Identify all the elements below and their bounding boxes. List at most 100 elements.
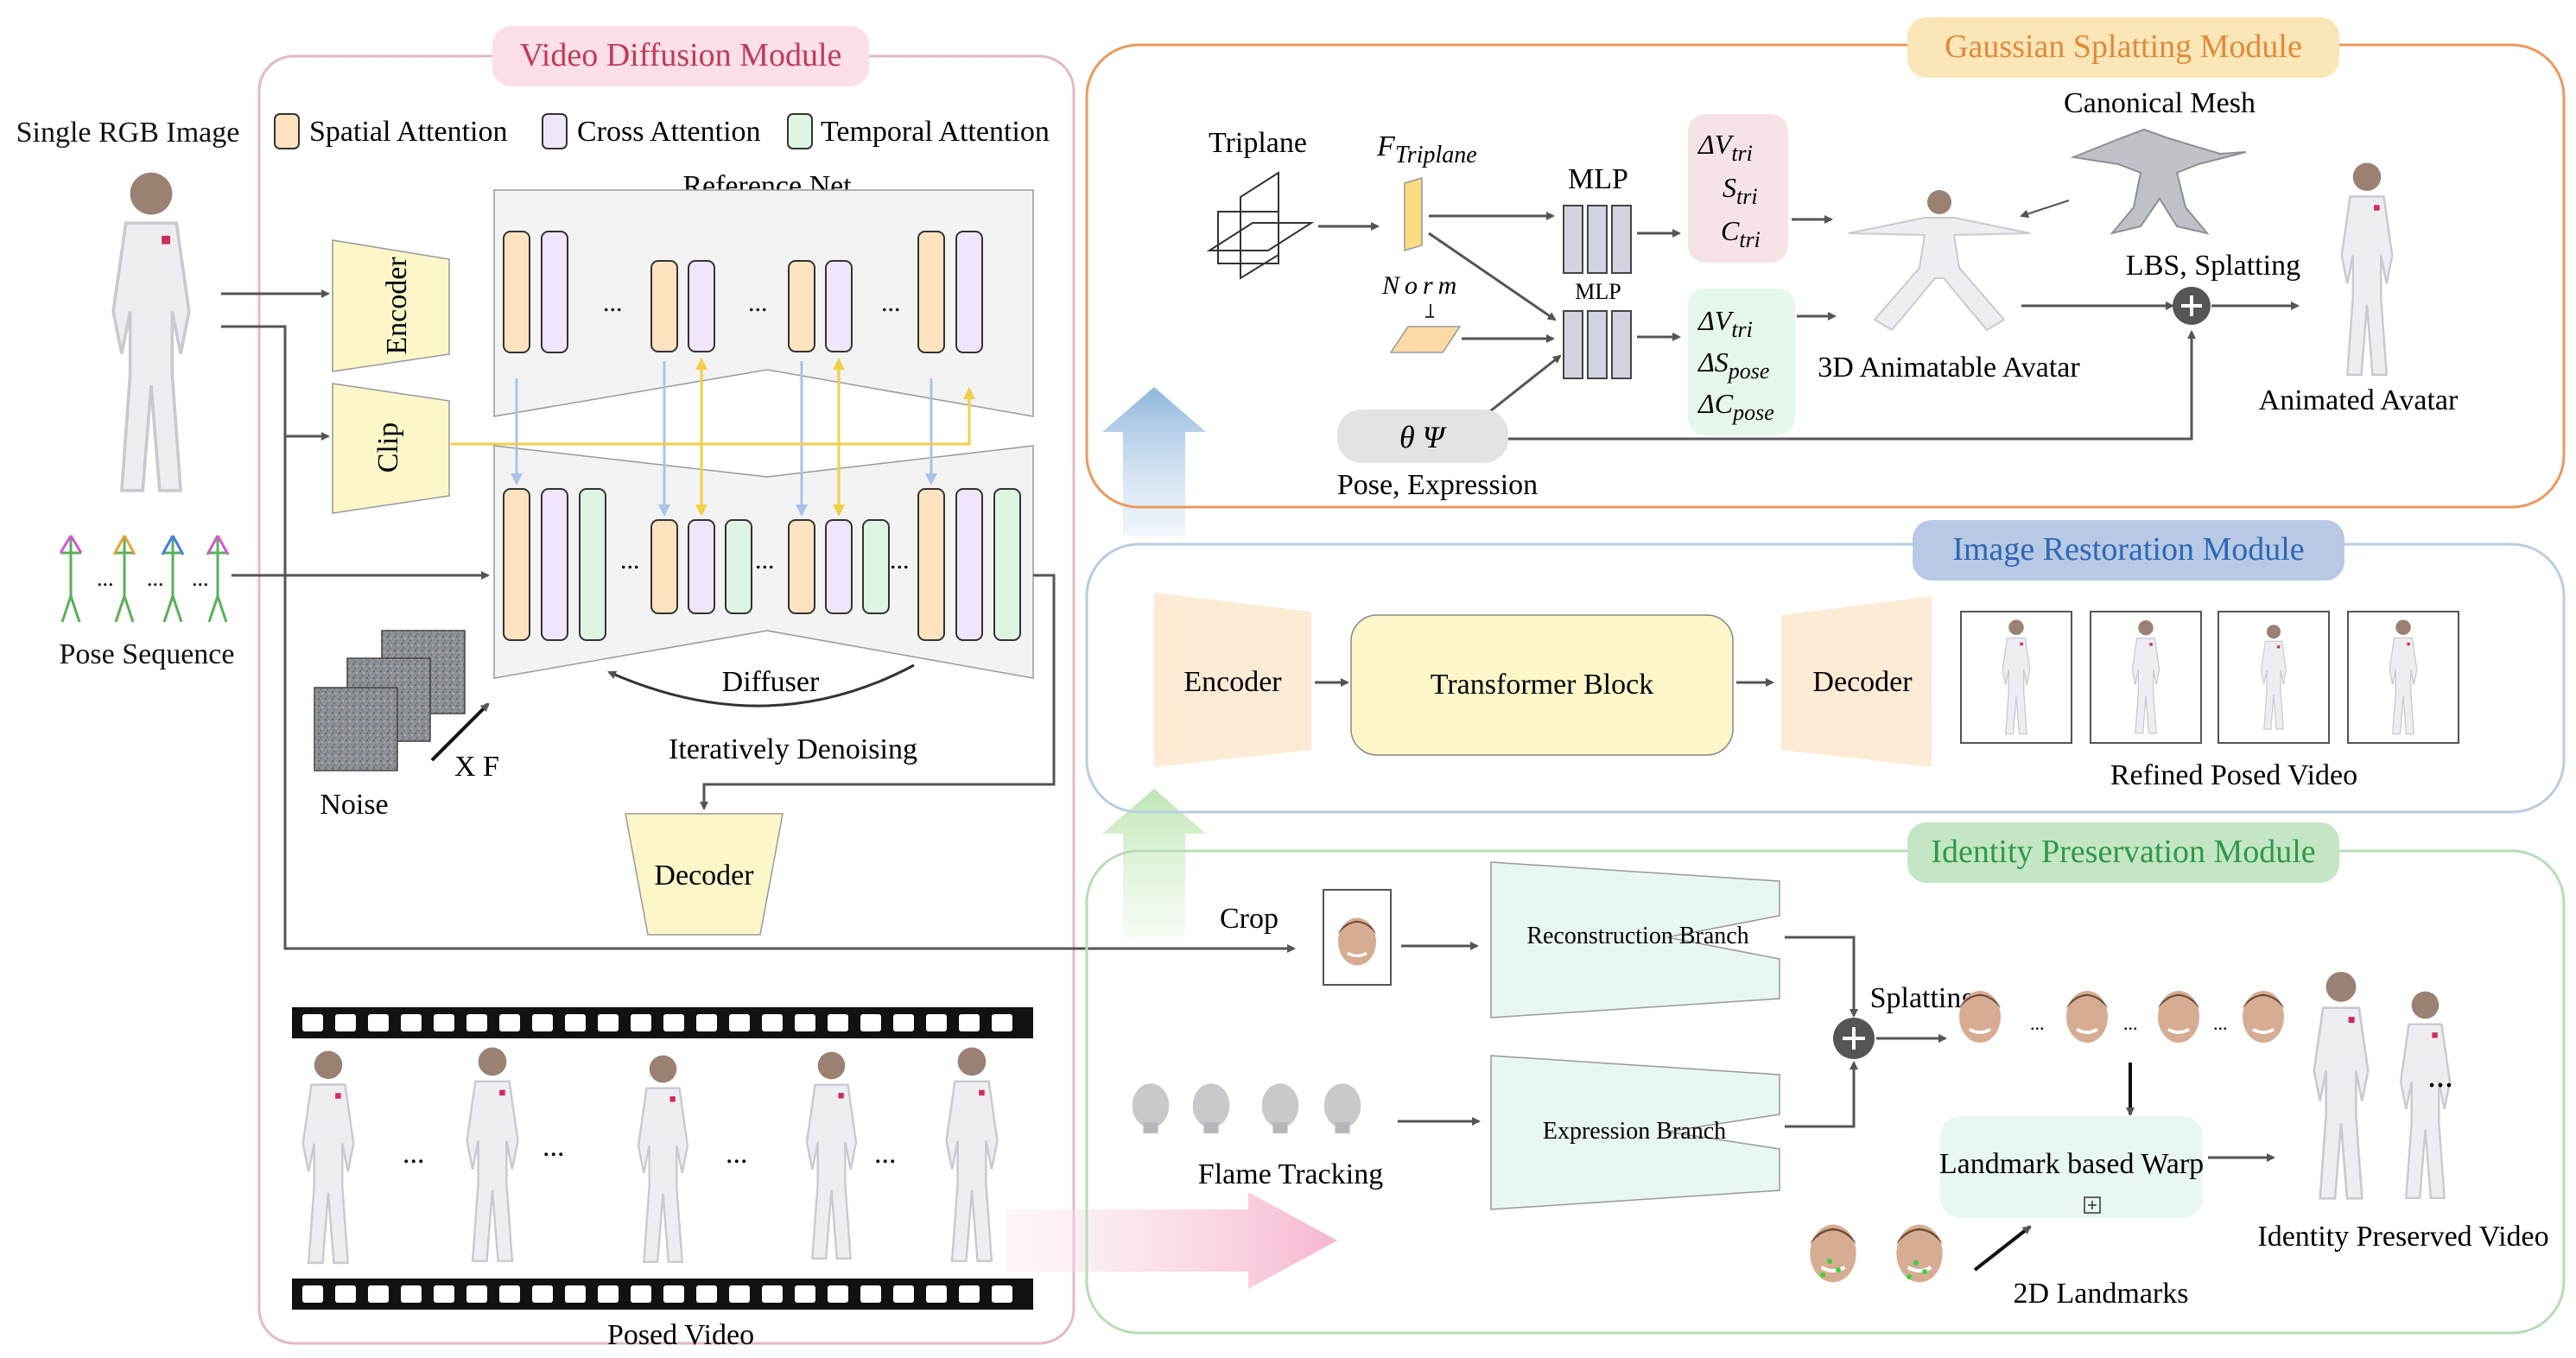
film-sprocket-hole bbox=[893, 1285, 914, 1303]
s-tri: Stri bbox=[1723, 172, 1758, 209]
pose-ellipsis-3: ... bbox=[192, 566, 209, 591]
landmark-warp-block bbox=[1940, 1116, 2203, 1218]
vdm-encoder-block bbox=[332, 239, 450, 372]
pose-expression-pill bbox=[1337, 409, 1508, 463]
video-ellipsis-4: ... bbox=[874, 1138, 897, 1170]
irm-encoder-label: Encoder bbox=[1183, 666, 1282, 698]
film-sprocket-hole bbox=[335, 1014, 356, 1031]
dv-tri-2: ΔVtri bbox=[1697, 305, 1753, 342]
dc-pose: ΔCpose bbox=[1697, 388, 1774, 425]
arrow-pose-to-mlp bbox=[1485, 354, 1562, 416]
film-sprocket-hole bbox=[762, 1285, 783, 1303]
gsm-title-pill bbox=[1907, 17, 2339, 78]
film-sprocket-hole bbox=[926, 1285, 947, 1303]
film-sprocket-hole bbox=[696, 1014, 717, 1031]
c-tri-sub: tri bbox=[1739, 227, 1761, 252]
film-sprocket-hole bbox=[434, 1014, 454, 1031]
ds-pose: ΔSpose bbox=[1697, 346, 1769, 384]
posed-video-label: Posed Video bbox=[607, 1319, 754, 1351]
arrow-up-blue bbox=[1102, 387, 1206, 536]
film-sprocket-hole bbox=[696, 1285, 717, 1303]
norm-arrow bbox=[1425, 304, 1434, 318]
expression-branch-block bbox=[1490, 1055, 1780, 1210]
film-sprocket-hole bbox=[466, 1285, 487, 1303]
film-strip bbox=[292, 1007, 1033, 1310]
dv-tri: ΔVtri bbox=[1697, 129, 1753, 166]
irm-title-pill bbox=[1913, 520, 2344, 581]
film-sprocket-hole bbox=[926, 1014, 947, 1031]
splatting-label: Splatting bbox=[1870, 982, 1976, 1014]
film-sprocket-hole bbox=[565, 1014, 586, 1031]
noise-label: Noise bbox=[320, 789, 388, 821]
film-sprocket-hole bbox=[860, 1285, 881, 1303]
legend-spatial-label: Spatial Attention bbox=[309, 116, 507, 148]
dc-pose-main: ΔC bbox=[1697, 388, 1734, 419]
vdm-title-pill bbox=[492, 26, 869, 86]
ds-pose-sub: pose bbox=[1727, 359, 1770, 384]
reference-net-block bbox=[493, 189, 1034, 417]
video-ellipsis-2: ... bbox=[542, 1131, 565, 1163]
transformer-label: Transformer Block bbox=[1431, 669, 1653, 701]
film-sprocket-hole bbox=[860, 1014, 881, 1031]
film-sprocket-hole bbox=[663, 1014, 684, 1031]
diff-ellipsis-1: ... bbox=[620, 546, 640, 574]
theta-psi-label: θ Ψ bbox=[1399, 420, 1448, 454]
ipm-title-pill bbox=[1907, 822, 2339, 883]
film-sprocket-hole bbox=[729, 1014, 750, 1031]
refined-video-label: Refined Posed Video bbox=[2110, 759, 2357, 791]
noise-arrow bbox=[430, 702, 490, 762]
gsm-title: Gaussian Splatting Module bbox=[1945, 29, 2302, 65]
film-sprocket-hole bbox=[368, 1285, 389, 1303]
clip-block bbox=[332, 383, 450, 514]
f-triplane-sub: Triplane bbox=[1395, 142, 1477, 168]
pose-sequence-icons bbox=[59, 535, 230, 623]
clip-label: Clip bbox=[372, 422, 404, 473]
legend-temporal-swatch bbox=[787, 113, 813, 149]
face-ellipsis-2: ... bbox=[2123, 1012, 2138, 1034]
refnet-diffuser-links bbox=[451, 358, 975, 517]
denoising-loop-arrow bbox=[607, 663, 915, 708]
single-rgb-image-label: Single RGB Image bbox=[16, 117, 240, 149]
film-sprocket-hole bbox=[795, 1014, 815, 1031]
legend-cross-swatch bbox=[542, 113, 568, 149]
crop-label: Crop bbox=[1220, 903, 1278, 935]
lbs-splatting-label: LBS, Splatting bbox=[2126, 250, 2300, 282]
film-sprocket-hole bbox=[959, 1014, 980, 1031]
arrow-right-pink bbox=[1006, 1192, 1337, 1289]
norm-plane bbox=[1389, 326, 1462, 353]
film-sprocket-hole bbox=[631, 1285, 651, 1303]
triplane-label: Triplane bbox=[1209, 127, 1307, 159]
arrow-up-green bbox=[1102, 789, 1206, 937]
refined-video-frames bbox=[1960, 611, 2459, 744]
diffuser-label: Diffuser bbox=[722, 666, 820, 698]
arrow-pose-to-lbs bbox=[1508, 330, 2196, 441]
film-sprocket-hole bbox=[598, 1014, 619, 1031]
splatted-faces bbox=[1959, 991, 2284, 1043]
film-sprocket-hole bbox=[335, 1285, 356, 1303]
norm-label: Norm bbox=[1381, 271, 1462, 300]
film-sprocket-hole bbox=[401, 1014, 422, 1031]
flame-heads bbox=[1132, 1083, 1361, 1133]
film-sprocket-hole bbox=[532, 1285, 553, 1303]
identity-video-ellipsis: ... bbox=[2427, 1056, 2453, 1095]
pose-expression-label: Pose, Expression bbox=[1337, 469, 1538, 501]
mlp-top bbox=[1563, 205, 1632, 274]
film-sprocket-hole bbox=[992, 1285, 1012, 1303]
film-sprocket-hole bbox=[302, 1285, 323, 1303]
ref-ellipsis-3: ... bbox=[881, 289, 901, 317]
vdm-decoder-block bbox=[625, 813, 784, 936]
dc-pose-sub: pose bbox=[1731, 400, 1774, 425]
f-triplane-feature bbox=[1404, 176, 1423, 252]
film-sprocket-hole bbox=[663, 1285, 684, 1303]
identity-video-figure-1 bbox=[2313, 970, 2370, 1200]
vdm-encoder-label: Encoder bbox=[381, 257, 413, 355]
arrow-recon-to-plus bbox=[1785, 936, 1858, 1018]
landmarks-2d-label: 2D Landmarks bbox=[2013, 1278, 2188, 1310]
diffuser-block bbox=[493, 445, 1034, 679]
identity-video-label: Identity Preserved Video bbox=[2257, 1221, 2548, 1253]
pose-ellipsis-2: ... bbox=[147, 566, 164, 591]
arrow-expr-to-plus bbox=[1785, 1061, 1858, 1128]
vdm-title: Video Diffusion Module bbox=[520, 37, 842, 73]
input-person-image bbox=[111, 170, 191, 492]
